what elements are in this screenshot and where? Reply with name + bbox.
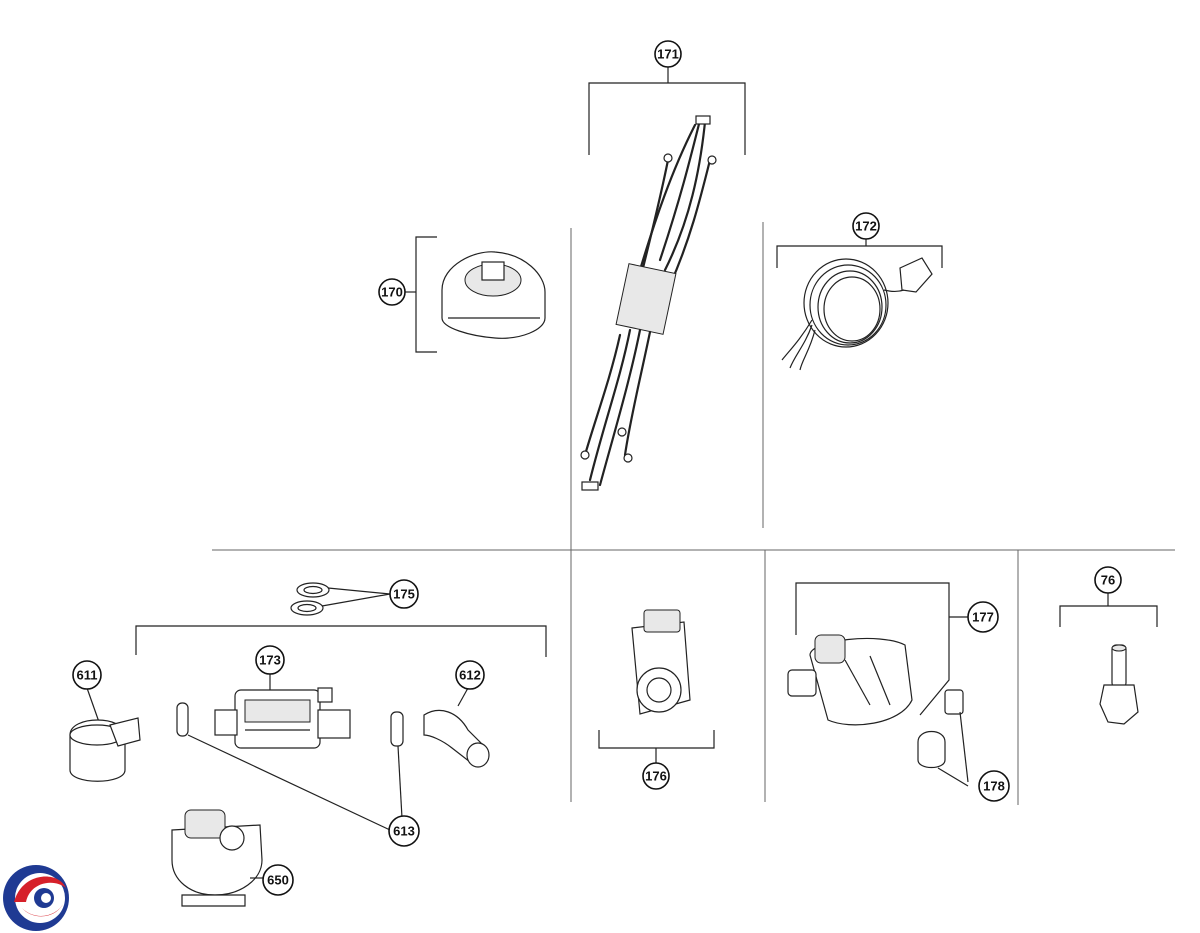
callout-173[interactable]: 173: [255, 645, 285, 675]
svg-text:170: 170: [381, 285, 403, 300]
callout-76[interactable]: 76: [1094, 566, 1122, 594]
svg-text:76: 76: [1101, 573, 1115, 588]
svg-text:611: 611: [77, 668, 98, 683]
section-separators: [212, 222, 1175, 805]
svg-text:613: 613: [393, 824, 415, 839]
small-parts-178[interactable]: [917, 689, 969, 787]
distribution-unit-650[interactable]: [171, 809, 264, 907]
sensor-76[interactable]: [1059, 593, 1158, 725]
svg-text:177: 177: [972, 610, 994, 625]
module-170[interactable]: [405, 236, 546, 353]
callout-612[interactable]: 612: [455, 660, 485, 690]
svg-text:650: 650: [267, 873, 289, 888]
callout-172[interactable]: 172: [852, 212, 880, 240]
callout-613[interactable]: 613: [388, 815, 420, 847]
callout-611[interactable]: 611: [72, 660, 102, 690]
callout-650[interactable]: 650: [262, 864, 294, 896]
svg-text:612: 612: [459, 668, 481, 683]
callout-175[interactable]: 175: [389, 579, 419, 609]
svg-text:176: 176: [645, 769, 667, 784]
svg-text:172: 172: [855, 219, 877, 234]
assembly-bracket: [135, 625, 547, 657]
svg-text:178: 178: [983, 779, 1005, 794]
power-cord-172[interactable]: [776, 239, 943, 371]
callout-170[interactable]: 170: [378, 278, 406, 306]
clamps-613[interactable]: [176, 702, 404, 831]
elbow-hose-611[interactable]: [69, 687, 141, 782]
svg-text:171: 171: [657, 47, 679, 62]
svg-text:175: 175: [393, 587, 415, 602]
svg-text:173: 173: [259, 653, 281, 668]
callout-176[interactable]: 176: [642, 762, 670, 790]
wiring-harness-171[interactable]: [580, 67, 746, 491]
callout-178[interactable]: 178: [978, 770, 1010, 802]
heater-173[interactable]: [214, 674, 351, 749]
drain-pump-176[interactable]: [598, 609, 715, 763]
hose-612[interactable]: [423, 687, 490, 768]
callout-177[interactable]: 177: [967, 601, 999, 633]
brand-logo: [3, 865, 69, 931]
gaskets-175[interactable]: [290, 582, 391, 616]
callout-171[interactable]: 171: [654, 40, 682, 68]
circulation-pump-177[interactable]: [787, 582, 968, 726]
